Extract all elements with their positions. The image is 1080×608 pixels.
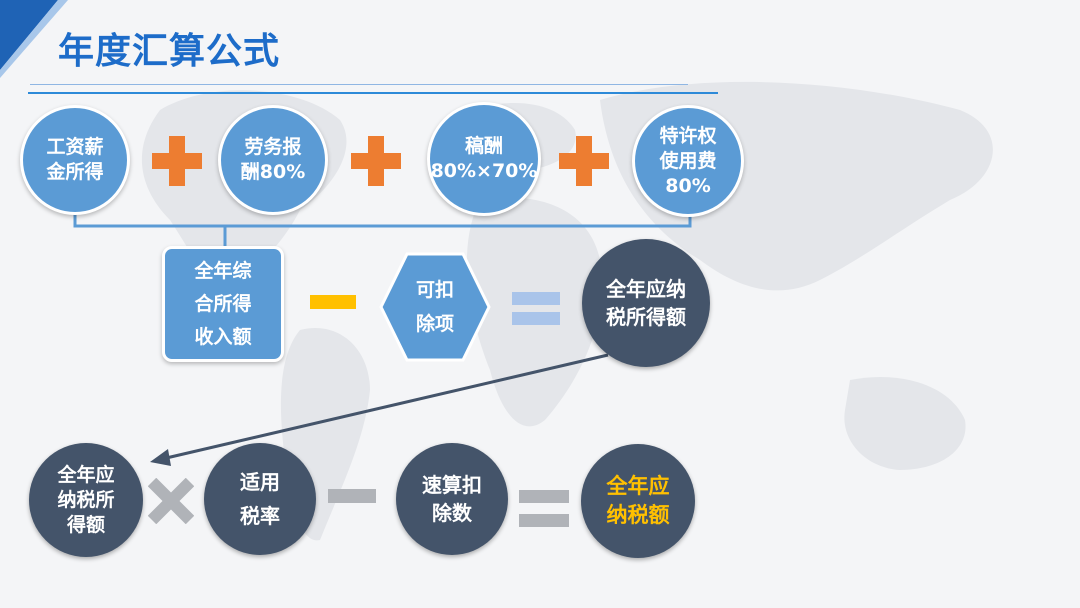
- labor-income-circle: 劳务报 酬80%: [218, 105, 328, 215]
- salary-income-label: 工资薪 金所得: [46, 136, 104, 183]
- deductible-label: 可扣 除项: [415, 279, 454, 335]
- tax-payable-circle: 全年应 纳税额: [581, 444, 695, 558]
- arrow-line: [161, 353, 609, 461]
- manuscript-income-circle: 稿酬 80%×70%: [427, 102, 541, 216]
- quick-deduction-label: 速算扣 除数: [422, 473, 482, 525]
- title-underline-thin: [30, 84, 688, 85]
- royalty-income-circle: 特许权 使用费 80%: [632, 105, 744, 217]
- bracket-line: [73, 214, 692, 228]
- corner-accent: [0, 0, 68, 78]
- title-underline: [28, 92, 718, 94]
- tax-rate-label: 适用 税率: [240, 470, 280, 528]
- total-income-label: 全年综 合所得 收入额: [194, 259, 252, 348]
- tax-rate-circle: 适用 税率: [204, 443, 316, 555]
- taxable-income-label: 全年应纳 税所得额: [606, 277, 686, 329]
- quick-deduction-circle: 速算扣 除数: [396, 443, 508, 555]
- labor-income-label: 劳务报 酬80%: [240, 136, 306, 183]
- royalty-income-label: 特许权 使用费 80%: [659, 124, 717, 197]
- minus-icon: [328, 489, 376, 503]
- deductible-hexagon: [379, 252, 491, 362]
- tax-payable-label: 全年应 纳税额: [606, 474, 670, 527]
- page-title: 年度汇算公式: [58, 31, 281, 72]
- taxable-income-label-2: 全年应 纳税所 得额: [57, 463, 115, 536]
- minus-icon: [310, 295, 356, 309]
- taxable-income-circle: 全年应纳 税所得额: [582, 239, 710, 367]
- arrow-icon: [150, 449, 171, 466]
- deductible-text: 可扣 除项: [379, 251, 491, 363]
- times-icon: [148, 478, 194, 524]
- salary-income-circle: 工资薪 金所得: [20, 105, 130, 215]
- total-income-box: 全年综 合所得 收入额: [162, 246, 284, 362]
- manuscript-income-label: 稿酬 80%×70%: [430, 135, 538, 182]
- taxable-income-circle-2: 全年应 纳税所 得额: [29, 443, 143, 557]
